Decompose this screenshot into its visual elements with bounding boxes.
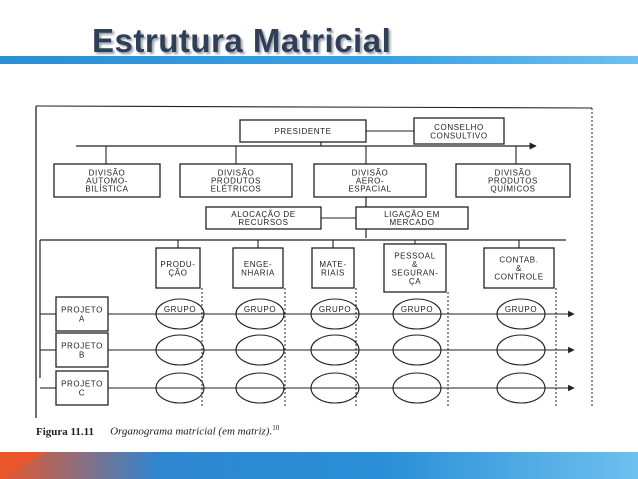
function-box-3-label: MATE-RIAIS [319,260,346,278]
grupo-label: GRUPO [244,305,276,314]
function-box-4: PESSOAL&SEGURAN-ÇA [383,243,447,293]
function-box-1: PRODU-ÇÃO [155,247,201,289]
grupo-label: GRUPO [319,305,351,314]
slide-title: Estrutura Matricial [92,22,392,59]
matrix-cell-r1-c5: GRUPO [496,298,546,330]
matrix-cell-r2-c4 [392,334,442,366]
grupo-label: GRUPO [164,305,196,314]
matrix-cell-r1-c1: GRUPO [155,298,205,330]
footer-corner-accent [0,452,46,479]
function-box-4-label: PESSOAL&SEGURAN-ÇA [391,251,438,286]
function-box-1-label: PRODU-ÇÃO [160,260,195,278]
matrix-cell-r2-c1 [155,334,205,366]
figure-reference: 10 [272,424,280,432]
matrix-cell-r1-c4: GRUPO [392,298,442,330]
figure-caption: Figura 11.11 Organograma matricial (em ma… [36,424,279,438]
footer-accent-band [0,452,638,479]
president-label: PRESIDENTE [274,127,331,136]
function-box-5: CONTAB.&CONTROLE [483,247,555,289]
figure-caption-text: Organograma matricial (em matriz). [110,425,273,438]
matrix-cell-r3-c5 [496,372,546,404]
matrix-cell-r2-c5 [496,334,546,366]
matrix-cell-r3-c2 [235,372,285,404]
header-accent-bar [0,56,638,64]
matrix-cells: GRUPO GRUPO GRUPO GRUPO GRUPO [155,298,546,404]
matrix-cell-r2-c3 [310,334,360,366]
function-box-2-label: ENGE-NHARIA [241,260,275,278]
grupo-label: GRUPO [505,305,537,314]
president-box: PRESIDENTE [239,119,367,143]
matrix-cell-r3-c1 [155,372,205,404]
matrix-cell-r3-c3 [310,372,360,404]
project-rows [40,310,575,392]
matrix-cell-r2-c2 [235,334,285,366]
matrix-cell-r1-c3: GRUPO [310,298,360,330]
function-box-2: ENGE-NHARIA [232,247,284,289]
matrix-cell-r1-c2: GRUPO [235,298,285,330]
grupo-label: GRUPO [401,305,433,314]
matrix-cell-r3-c4 [392,372,442,404]
function-box-3: MATE-RIAIS [311,247,355,289]
figure-number: Figura 11.11 [36,425,95,438]
function-box-5-label: CONTAB.&CONTROLE [494,256,543,282]
function-boxes: PRODU-ÇÃO ENGE-NHARIA MATE-RIAIS PESSOAL&SE… [155,243,555,293]
frame-top-line [35,105,593,109]
